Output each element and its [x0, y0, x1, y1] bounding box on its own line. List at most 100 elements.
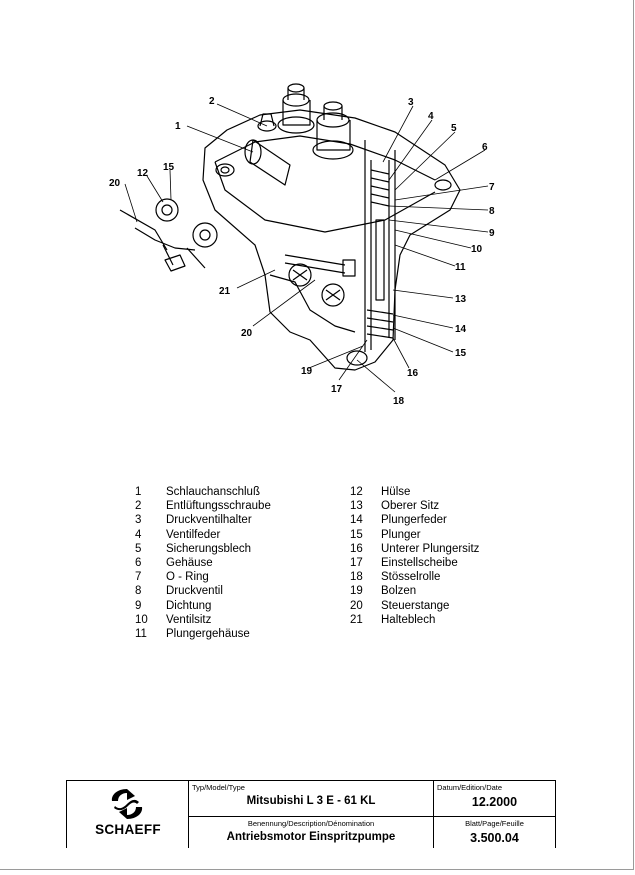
- legend-item-label: Druckventil: [166, 585, 223, 598]
- callout-9: 9: [489, 228, 495, 239]
- legend-item: 6 Gehäuse: [135, 556, 271, 570]
- legend-item-number: 20: [350, 599, 363, 612]
- legend-item-number: 12: [350, 486, 363, 498]
- schaeff-logo-icon: [111, 789, 143, 819]
- date-value: 12.2000: [471, 795, 518, 809]
- legend-item-label: Hülse: [381, 486, 411, 498]
- callout-16: 16: [407, 368, 419, 379]
- callout-10: 10: [471, 244, 483, 255]
- legend-item-number: 2: [135, 500, 142, 513]
- legend-item-label: Oberer Sitz: [381, 500, 440, 513]
- date-cell: Datum/Edition/Date 12.2000: [433, 781, 555, 817]
- callout-20b: 20: [241, 328, 253, 339]
- legend-item-number: 10: [135, 613, 148, 626]
- legend-item-number: 14: [350, 514, 363, 527]
- legend-item: 9 Dichtung: [135, 599, 271, 613]
- title-block: SCHAEFF Typ/Model/Type Mitsubishi L 3 E …: [66, 780, 556, 848]
- legend-item-number: 7: [135, 571, 142, 584]
- legend-item-label: Plungerfeder: [381, 514, 447, 527]
- legend-item-number: 8: [135, 585, 142, 598]
- legend-item-number: 1: [135, 486, 142, 498]
- legend-item-number: 19: [350, 585, 363, 598]
- page-label: Blatt/Page/Feuille: [465, 819, 524, 828]
- legend-item: 1 Schlauchanschluß: [135, 485, 271, 499]
- legend-item-number: 6: [135, 557, 142, 570]
- callout-1: 1: [175, 121, 181, 132]
- legend-item-label: Schlauchanschluß: [166, 486, 260, 498]
- legend-item: 17 Einstellscheibe: [350, 556, 479, 570]
- callout-15: 15: [163, 162, 175, 173]
- callout-6: 6: [482, 142, 488, 153]
- callout-8: 8: [489, 206, 495, 217]
- callout-21: 21: [219, 286, 231, 297]
- callout-2: 2: [209, 96, 215, 107]
- legend-item-number: 21: [350, 613, 363, 626]
- legend-item-label: Einstellscheibe: [381, 557, 458, 570]
- legend-item-label: Bolzen: [381, 585, 417, 598]
- legend-item: 7 O - Ring: [135, 570, 271, 584]
- description-label: Benennung/Description/Dénomination: [247, 819, 375, 828]
- legend-item-number: 13: [350, 500, 363, 513]
- callout-18: 18: [393, 396, 405, 407]
- legend-item-number: 9: [135, 599, 142, 612]
- callout-19: 19: [301, 366, 313, 377]
- legend-item-label: Sicherungsblech: [166, 542, 252, 555]
- legend-item: 8 Druckventil: [135, 584, 271, 598]
- brand-logo-cell: SCHAEFF: [67, 781, 189, 848]
- legend-item-number: 4: [135, 528, 142, 541]
- callout-3: 3: [408, 97, 414, 108]
- callout-20: 20: [109, 178, 121, 189]
- legend-item-label: Halteblech: [381, 613, 436, 626]
- legend-item: 10 Ventilsitz: [135, 613, 271, 627]
- callout-12: 12: [137, 168, 149, 179]
- brand-name: SCHAEFF: [95, 822, 161, 837]
- callout-4: 4: [428, 111, 434, 122]
- page-cell: Blatt/Page/Feuille 3.500.04: [433, 817, 555, 848]
- model-cell: Typ/Model/Type Mitsubishi L 3 E - 61 KL: [189, 781, 433, 817]
- legend-item-label: Gehäuse: [166, 557, 213, 570]
- legend-item: 14 Plungerfeder: [350, 513, 479, 527]
- legend-item: 13 Oberer Sitz: [350, 499, 479, 513]
- callout-13: 13: [455, 294, 467, 305]
- description-cell: Benennung/Description/Dénomination Antri…: [189, 817, 433, 848]
- legend-item-label: Steuerstange: [381, 599, 450, 612]
- legend-item: 20 Steuerstange: [350, 599, 479, 613]
- legend-item-number: 16: [350, 542, 363, 555]
- legend-item-number: 11: [135, 628, 147, 641]
- legend-item-label: O - Ring: [166, 571, 209, 584]
- legend-item: 2 Entlüftungsschraube: [135, 499, 271, 513]
- callout-15b: 15: [455, 348, 467, 359]
- description-value: Antriebsmotor Einspritzpumpe: [226, 831, 396, 843]
- callout-17: 17: [331, 384, 343, 395]
- legend-item: 4 Ventilfeder: [135, 528, 271, 542]
- legend-item: 12 Hülse: [350, 485, 479, 499]
- legend-item: 19 Bolzen: [350, 584, 479, 598]
- model-label: Typ/Model/Type: [192, 783, 245, 792]
- model-value: Mitsubishi L 3 E - 61 KL: [246, 795, 376, 807]
- legend-item-number: 5: [135, 542, 142, 555]
- legend-item: 5 Sicherungsblech: [135, 542, 271, 556]
- callout-14: 14: [455, 324, 467, 335]
- legend-item-label: Ventilsitz: [166, 613, 212, 626]
- callout-5: 5: [451, 123, 457, 134]
- legend-item-label: Ventilfeder: [166, 528, 221, 541]
- callout-11: 11: [455, 262, 466, 273]
- legend-item-number: 17: [350, 557, 363, 570]
- legend-item-label: Dichtung: [166, 599, 212, 612]
- callout-7: 7: [489, 182, 495, 193]
- page-value: 3.500.04: [470, 831, 519, 845]
- legend-item-number: 18: [350, 571, 363, 584]
- legend-item: 21 Halteblech: [350, 613, 479, 627]
- legend-item-label: Plunger: [381, 528, 421, 541]
- legend-item-label: Druckventilhalter: [166, 514, 252, 527]
- legend-item-label: Entlüftungsschraube: [166, 500, 271, 513]
- injection-pump-drawing: 1 2 3 4 5 6 7 8 9 10 11 12 13 14 15 15 1…: [109, 83, 495, 407]
